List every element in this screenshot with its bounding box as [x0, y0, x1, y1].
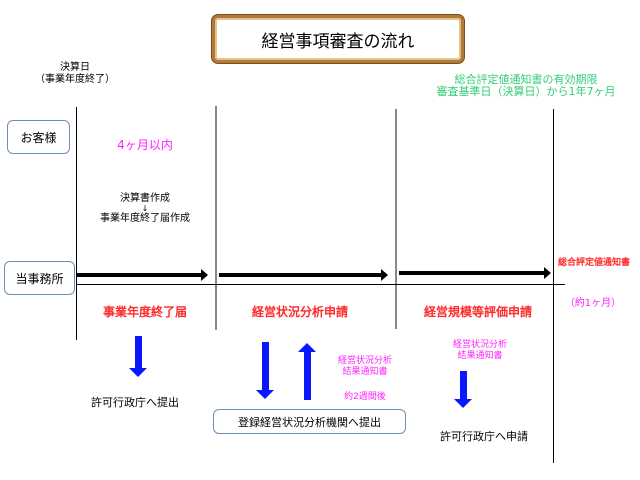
arrow-down-icon	[454, 371, 472, 408]
validity-line2: 審査基準日（決算日）から1年7ヶ月	[436, 85, 616, 98]
step-2-result-line2: 結果通知書	[342, 367, 388, 377]
step-2-wait: 約2週間後	[344, 392, 386, 402]
arrow-up-icon	[298, 343, 316, 400]
step-3-result-line2: 結果通知書	[457, 351, 503, 361]
notice-duration: （約1ヶ月）	[564, 298, 622, 309]
arrow-right-icon	[399, 267, 551, 279]
step-1-submit: 許可行政庁へ提出	[91, 396, 179, 409]
prep-arrow-icon: ↓	[141, 204, 149, 213]
timeline-divider-3	[395, 109, 397, 329]
timeline-divider-start	[76, 107, 77, 340]
prep-line1: 決算書作成	[120, 193, 170, 204]
step-2-label: 経営状況分析申請	[251, 305, 349, 319]
timeline-divider-2	[215, 106, 217, 330]
settlement-date-label: 決算日 （事業年度終了）	[35, 62, 115, 86]
step-3-result-line1: 経営状況分析	[452, 340, 508, 350]
arrow-down-icon	[256, 342, 274, 399]
settlement-date-line2: （事業年度終了）	[35, 74, 115, 85]
diagram-title: 経営事項審査の流れ	[212, 15, 464, 63]
office-row-line	[76, 284, 565, 285]
validity-note: 総合評定値通知書の有効期限 審査基準日（決算日）から1年7ヶ月	[437, 74, 616, 98]
office-row-label: 当事務所	[4, 261, 75, 295]
within-4-months: 4ヶ月以内	[117, 138, 173, 152]
prep-line2: 事業年度終了届作成	[100, 213, 190, 224]
customer-row-label: お客様	[7, 120, 70, 154]
timeline-divider-end	[553, 109, 554, 463]
step-3-apply: 許可行政庁へ申請	[440, 430, 528, 443]
validity-line1: 総合評定値通知書の有効期限	[454, 73, 598, 86]
arrow-down-icon	[129, 336, 147, 377]
arrow-right-icon	[219, 269, 388, 281]
notice-label: 総合評定値通知書	[557, 258, 631, 268]
preparation-steps: 決算書作成 ↓ 事業年度終了届作成	[100, 193, 190, 225]
step-1-label: 事業年度終了届	[102, 305, 188, 319]
arrow-right-icon	[76, 269, 208, 281]
step-3-label: 経営規模等評価申請	[423, 305, 533, 319]
step-3-result: 経営状況分析 結果通知書	[453, 340, 507, 362]
settlement-date-line1: 決算日	[60, 62, 90, 73]
submit-to-analysis-agency: 登録経営状況分析機関へ提出	[213, 409, 406, 434]
step-2-result: 経営状況分析 結果通知書	[338, 356, 392, 378]
step-2-result-line1: 経営状況分析	[337, 356, 393, 366]
